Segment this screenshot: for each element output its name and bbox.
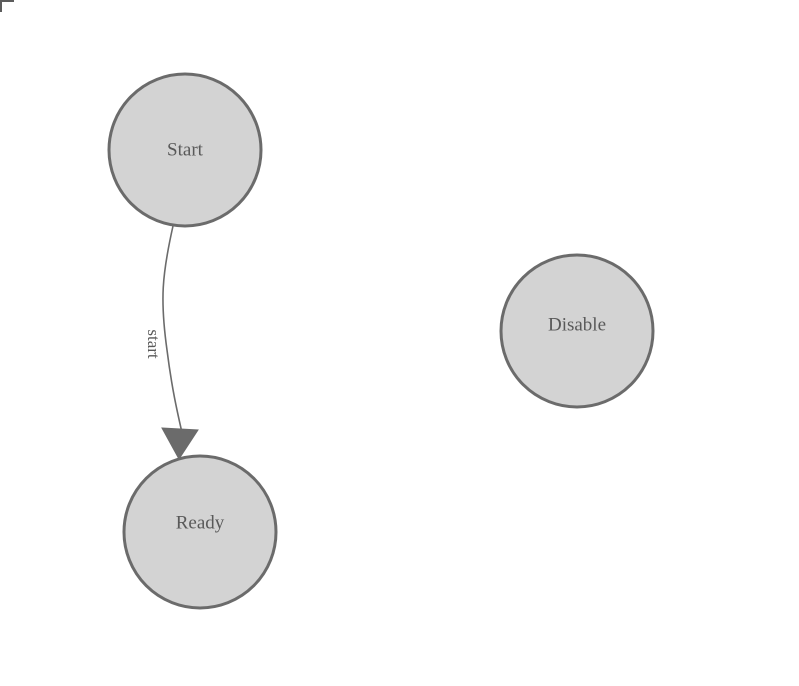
transition-path-start-to-ready[interactable] bbox=[162, 225, 184, 438]
corner-mark-path bbox=[0, 0, 14, 12]
state-node-disable-circle[interactable] bbox=[499, 253, 655, 409]
state-node-start[interactable]: Start bbox=[107, 72, 263, 228]
transition-arrowhead-icon bbox=[161, 427, 199, 460]
transition-label-start: start bbox=[144, 329, 163, 359]
selection-corner-mark bbox=[0, 0, 14, 12]
state-node-ready[interactable]: Ready bbox=[122, 454, 278, 610]
transition-start-to-ready[interactable]: start bbox=[144, 225, 199, 460]
state-node-ready-label: Ready bbox=[176, 512, 225, 533]
state-node-start-circle[interactable] bbox=[107, 72, 263, 228]
state-node-disable[interactable]: Disable bbox=[499, 253, 655, 409]
state-node-disable-label: Disable bbox=[548, 314, 606, 335]
state-node-ready-circle[interactable] bbox=[122, 454, 278, 610]
state-node-start-label: Start bbox=[167, 139, 204, 160]
